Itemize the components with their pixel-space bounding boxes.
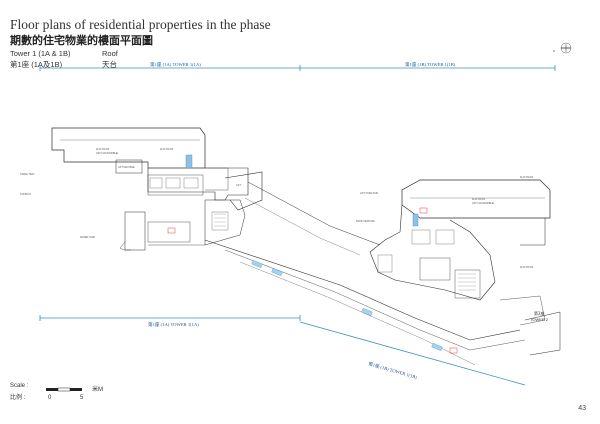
room-annotations: FLAT ROOF (NOT ACCESSIBLE) FLAT ROOF LIF…: [20, 148, 534, 269]
scale-tick-5: 5: [80, 395, 84, 401]
svg-text:FLAT ROOF: FLAT ROOF: [520, 176, 534, 179]
tower-label-chinese: 第1座 (1A及1B): [10, 60, 63, 69]
svg-text:LIFT OVER RUN: LIFT OVER RUN: [360, 192, 378, 195]
svg-text:LIFT MACHINE: LIFT MACHINE: [118, 166, 135, 169]
tower-1b-top-label: 第1座 (1B) TOWER 1(1B): [405, 61, 456, 68]
tower-2-marker: 第2座 TOWER 2: [530, 310, 549, 322]
svg-text:FLAT ROOF: FLAT ROOF: [472, 198, 486, 201]
svg-text:CABLE TRAY: CABLE TRAY: [20, 173, 35, 176]
svg-text:FLAT ROOF: FLAT ROOF: [96, 148, 110, 151]
scale-label: Scale :: [10, 383, 29, 389]
svg-text:FLAT ROOF: FLAT ROOF: [160, 148, 174, 151]
top-dimension-line: [39, 65, 556, 71]
bottom-dimension-line-1b: [299, 321, 526, 386]
north-letter: N: [553, 49, 555, 53]
svg-text:ROOF FEATURE: ROOF FEATURE: [356, 220, 375, 223]
tower-2-label: TOWER 2: [530, 317, 549, 322]
floor-label-chinese: 天台: [102, 60, 117, 69]
svg-text:FLAT ROOF: FLAT ROOF: [520, 266, 534, 269]
north-arrow-icon: N: [553, 42, 572, 54]
tower-1b-bottom-label: 第1座 (1B) TOWER 1(1B): [367, 360, 418, 381]
floor-label: Roof: [102, 49, 118, 58]
tower-1a-bottom-label: 第1座 (1A) TOWER 1(1A): [148, 321, 199, 328]
tower-1b-roof-plan: [369, 179, 561, 356]
diagonal-corridor: [167, 181, 526, 366]
svg-text:(NOT ACCESSIBLE): (NOT ACCESSIBLE): [96, 152, 118, 155]
scale-label-chinese: 比例 :: [10, 395, 26, 401]
svg-text:LIFT: LIFT: [236, 184, 241, 187]
scale-bar: [46, 387, 82, 392]
bottom-dimension-line-1a: [39, 315, 301, 321]
tower-label: Tower 1 (1A & 1B): [10, 49, 71, 58]
page-title: Floor plans of residential properties in…: [10, 17, 271, 32]
scale-tick-0: 0: [48, 395, 52, 401]
svg-text:(NOT ACCESSIBLE): (NOT ACCESSIBLE): [472, 202, 494, 205]
scale-unit: 米M: [92, 387, 103, 393]
svg-text:CONDUIT: CONDUIT: [20, 193, 31, 196]
tower-1a-roof-plan: [51, 127, 263, 251]
page-title-chinese: 期數的住宅物業的樓面平面圖: [10, 34, 153, 47]
page-number: 43: [578, 405, 586, 412]
tower-2-label-chinese: 第2座: [534, 310, 545, 316]
svg-text:WATER TANK: WATER TANK: [80, 236, 96, 239]
tower-1a-top-label: 第1座 (1A) TOWER 1(1A): [150, 61, 201, 68]
